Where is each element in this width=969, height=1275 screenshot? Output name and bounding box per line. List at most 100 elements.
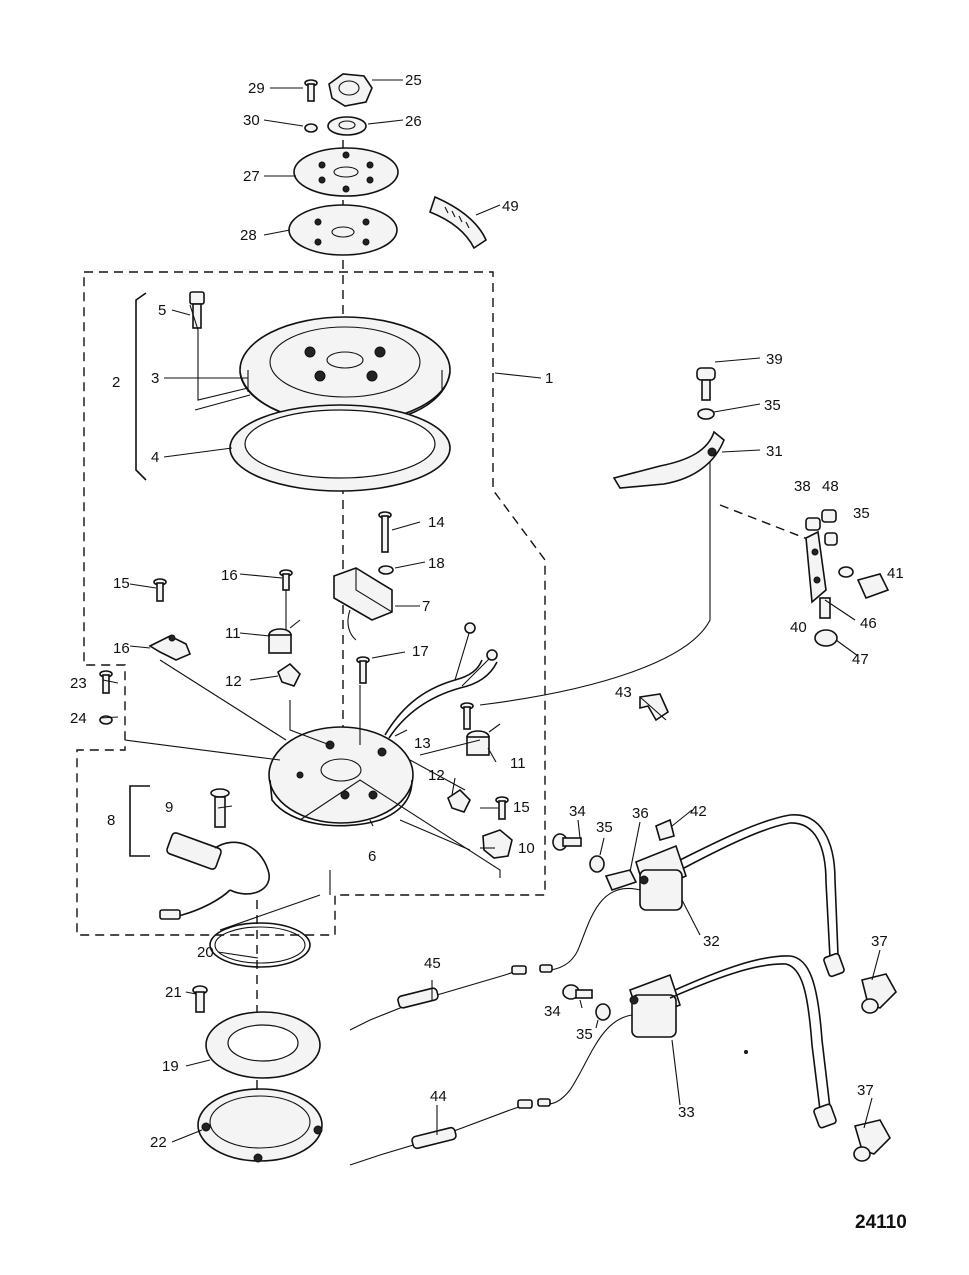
callout-48: 48	[822, 478, 839, 495]
screw-39	[696, 367, 716, 401]
lockwasher-part	[304, 123, 318, 133]
callout-35d: 35	[576, 1026, 593, 1043]
callout-8: 8	[107, 812, 115, 829]
callout-47: 47	[852, 651, 869, 668]
screw-34-lower	[562, 984, 593, 1000]
washer-18	[378, 565, 394, 575]
callout-3: 3	[151, 370, 159, 387]
callout-22: 22	[150, 1134, 167, 1151]
linkage-dash	[719, 504, 811, 541]
callout-10: 10	[518, 840, 535, 857]
callout-9: 9	[165, 799, 173, 816]
bracket-8	[129, 785, 150, 857]
callout-11b: 11	[510, 755, 526, 772]
screw-right-upper	[460, 702, 474, 730]
spark-plug-lead-upper	[679, 814, 845, 978]
callout-11: 11	[225, 625, 241, 642]
callout-26: 26	[405, 113, 422, 130]
callout-25: 25	[405, 72, 422, 89]
callout-labels: 1 2 3 4 5 6 7 8 9 10 11 11 12 12 13 14 1…	[70, 72, 904, 1151]
ring-gear-part	[229, 404, 451, 492]
stator-plate-part	[268, 726, 414, 827]
link-38	[805, 517, 821, 531]
washer-35-upper	[589, 855, 605, 873]
coil-wire-upper	[549, 887, 641, 971]
callout-32: 32	[703, 933, 720, 950]
callout-18: 18	[428, 555, 445, 572]
callout-31: 31	[766, 443, 783, 460]
callout-34: 34	[569, 803, 586, 820]
point-set-right-part	[482, 829, 513, 859]
screw-14	[378, 511, 392, 553]
callout-34b: 34	[544, 1003, 561, 1020]
callout-17: 17	[412, 643, 429, 660]
plug-boot-37-lower	[853, 1119, 891, 1162]
figure-number: 24110	[855, 1212, 907, 1233]
callout-33: 33	[678, 1104, 695, 1121]
callout-29: 29	[248, 80, 265, 97]
screw-46	[819, 597, 831, 619]
callout-14: 14	[428, 514, 445, 531]
callout-27: 27	[243, 168, 260, 185]
screw-23	[99, 670, 113, 694]
cover-plate-part	[197, 1088, 323, 1163]
callout-49: 49	[502, 198, 519, 215]
callout-5: 5	[158, 302, 166, 319]
clip-43	[639, 693, 670, 722]
callout-35: 35	[596, 819, 613, 836]
callout-12: 12	[225, 673, 242, 690]
callout-36: 36	[632, 805, 649, 822]
bearing-plate-part	[205, 1011, 321, 1079]
callout-41: 41	[887, 565, 904, 582]
switch-box-part	[333, 567, 393, 641]
screw-21	[192, 985, 208, 1013]
callout-35b: 35	[764, 397, 781, 414]
callout-23: 23	[70, 675, 87, 692]
condenser-right-part	[466, 723, 501, 756]
callout-16: 16	[221, 567, 238, 584]
clip-36	[604, 869, 638, 891]
callout-1: 1	[545, 370, 553, 387]
washer-35-top	[697, 408, 715, 420]
callout-38: 38	[794, 478, 811, 495]
callout-15b: 15	[513, 799, 530, 816]
leader-lines	[99, 79, 881, 1143]
callout-30: 30	[243, 112, 260, 129]
coil-part	[159, 832, 270, 920]
terminal-upper	[539, 964, 553, 973]
wire-harness-part	[384, 622, 498, 739]
dot-mark	[744, 1050, 748, 1054]
screw-16	[279, 569, 293, 591]
screw-17	[356, 656, 370, 684]
connector-lines	[124, 304, 711, 931]
screw-34-upper	[552, 833, 582, 851]
screw-right-15	[495, 796, 509, 820]
callout-19: 19	[162, 1058, 179, 1075]
resistor-44	[349, 1099, 533, 1166]
bracket-2	[135, 292, 147, 481]
callout-6: 6	[368, 848, 376, 865]
callout-37: 37	[871, 933, 888, 950]
flywheel-plate-part	[293, 147, 399, 197]
callout-40: 40	[790, 619, 807, 636]
condenser-part	[268, 619, 301, 654]
callout-21: 21	[165, 984, 182, 1001]
callout-28: 28	[240, 227, 257, 244]
nut-part	[328, 73, 373, 107]
callout-24: 24	[70, 710, 87, 727]
plug-boot-37-upper	[861, 973, 897, 1014]
assembly-boundary	[76, 271, 546, 936]
terminal-lower	[537, 1098, 551, 1107]
washer-35-lower	[595, 1003, 611, 1021]
screw-9	[210, 788, 230, 828]
callout-15: 15	[113, 575, 130, 592]
callout-13: 13	[414, 735, 431, 752]
callout-45: 45	[424, 955, 441, 972]
callout-46: 46	[860, 615, 877, 632]
nut-48	[821, 509, 838, 546]
flywheel-part	[239, 316, 451, 426]
callout-44: 44	[430, 1088, 447, 1105]
nut-47	[814, 629, 838, 647]
callout-7: 7	[422, 598, 430, 615]
